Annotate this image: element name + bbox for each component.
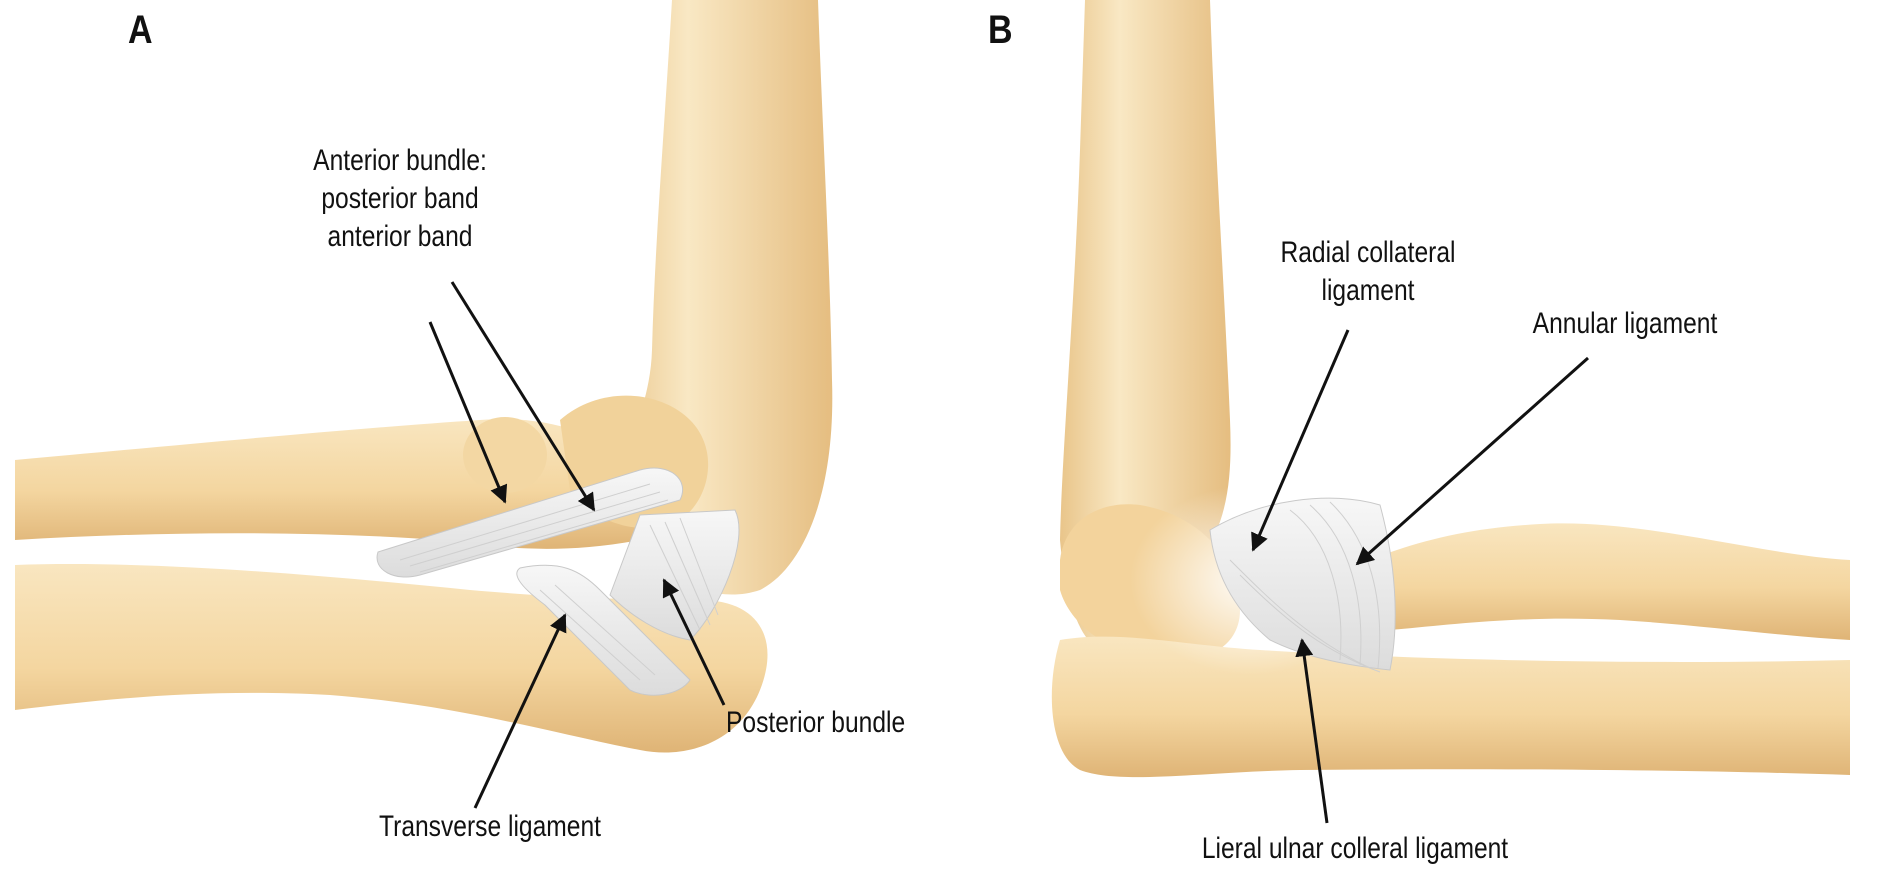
- label-anterior-band: anterior band: [327, 220, 473, 253]
- arrow-anterior-posterior-band: [428, 321, 508, 504]
- ligament-fibers-a: [399, 483, 719, 681]
- mcl-transverse-band: [516, 564, 691, 696]
- panel-label-a: A: [128, 8, 153, 52]
- label-radial-collateral-line2: ligament: [1321, 274, 1415, 307]
- mcl-anterior-band: [376, 467, 683, 578]
- label-lateral-ulnar-collateral: Lieral ulnar colleral ligament: [1201, 832, 1509, 865]
- label-posterior-bundle: Posterior bundle: [726, 706, 906, 739]
- panel-label-b: B: [988, 8, 1013, 52]
- label-annular-ligament: Annular ligament: [1532, 307, 1718, 340]
- label-posterior-band: posterior band: [321, 182, 479, 215]
- arrow-anterior-anterior-band: [450, 281, 596, 512]
- arrow-radial-collateral: [1251, 329, 1350, 552]
- panel-b-illustration: [1051, 0, 1850, 778]
- arrow-posterior-bundle: [662, 578, 726, 706]
- label-radial-collateral: Radial collateral: [1280, 236, 1456, 269]
- ulna-b: [1051, 636, 1850, 778]
- label-transverse-ligament: Transverse ligament: [379, 810, 601, 843]
- humerus-b: [1060, 0, 1231, 650]
- arrow-annular-ligament: [1355, 356, 1589, 566]
- radius-b: [1370, 523, 1850, 640]
- mcl-posterior-bundle: [609, 509, 740, 641]
- arrow-transverse-ligament: [473, 613, 567, 809]
- pointer-arrows: [428, 281, 1589, 824]
- panel-a-illustration: [15, 0, 833, 753]
- ligament-fibers-b: [1229, 501, 1381, 673]
- radial-head-a: [463, 417, 547, 493]
- arrow-lateral-ulnar-collateral: [1295, 638, 1329, 824]
- label-anterior-bundle-heading: Anterior bundle:: [313, 144, 487, 177]
